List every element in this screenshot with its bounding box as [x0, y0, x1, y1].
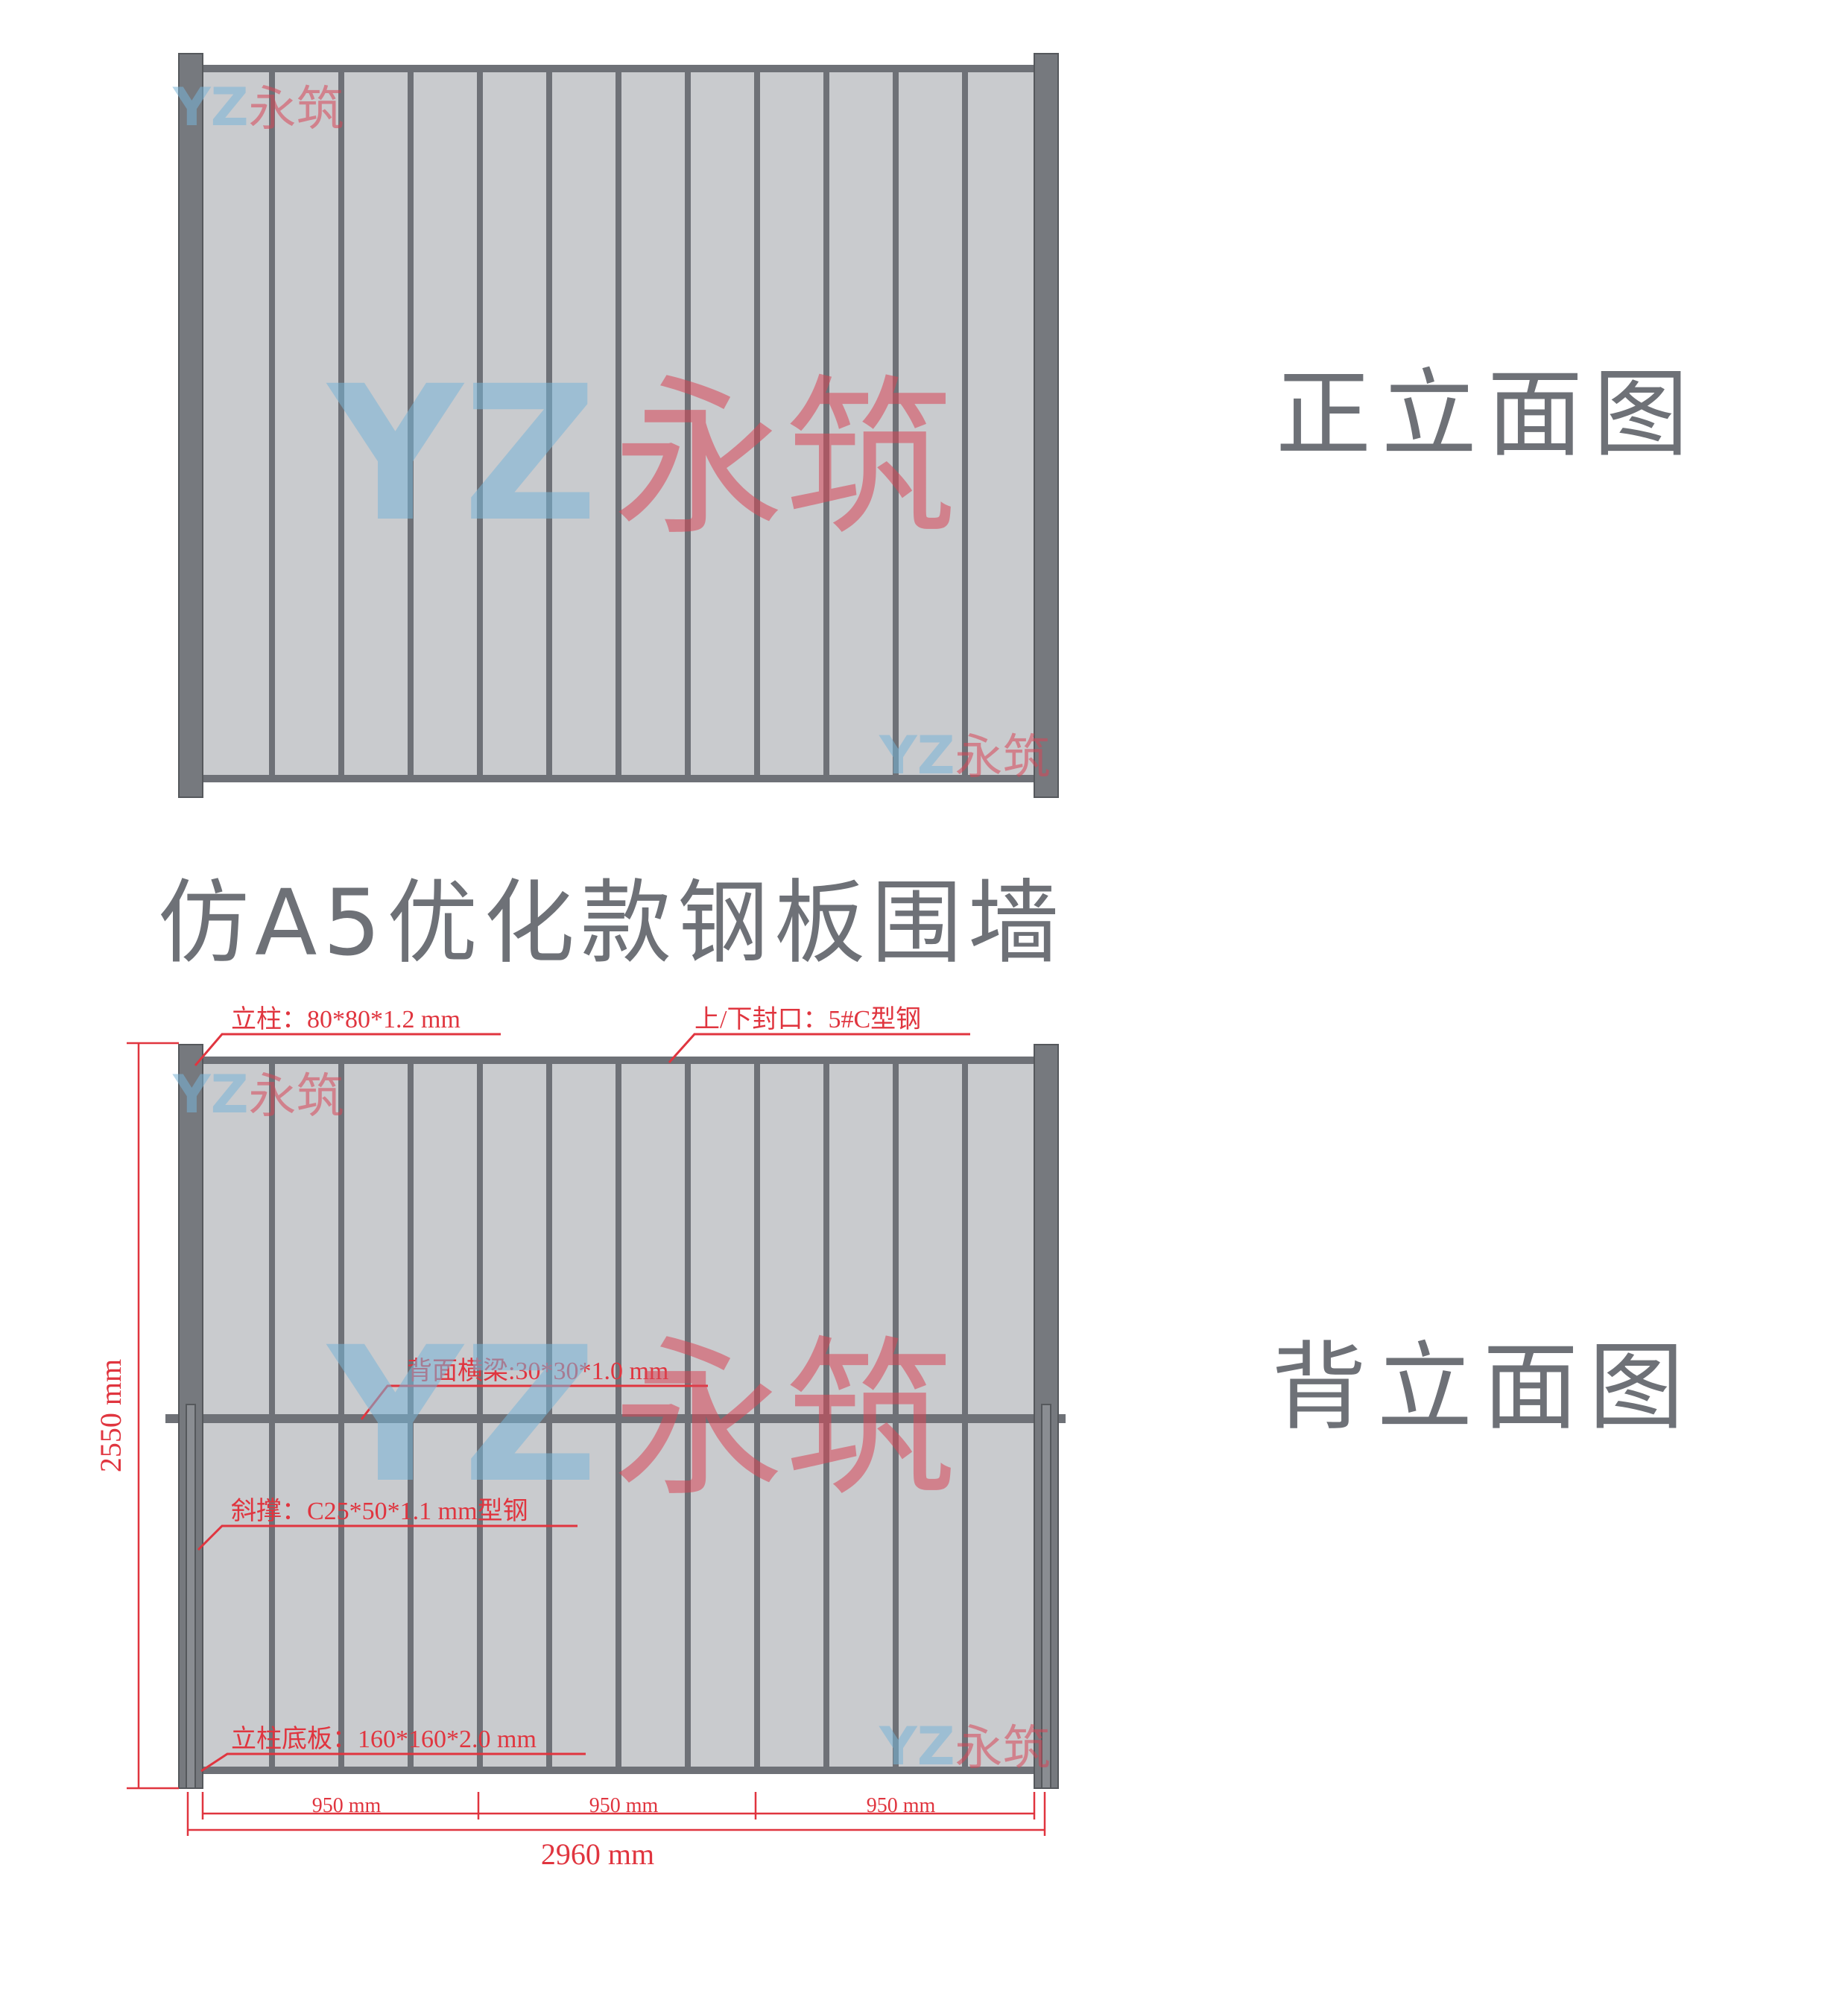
height-dimension-label: 2550 mm	[94, 1359, 127, 1472]
watermark-small: YZ永筑	[173, 1064, 344, 1125]
watermark-small: YZ永筑	[173, 77, 344, 138]
crossbeam-leader	[360, 1384, 708, 1420]
panel-rib	[338, 65, 344, 782]
watermark-large: YZ永筑	[328, 346, 956, 563]
segment-dimension-3: 950 mm	[867, 1794, 936, 1817]
crossbeam-spec-label: 背面横梁:30*30*1.0 mm	[407, 1357, 668, 1385]
panel-rib	[823, 65, 829, 782]
left-diagonal-brace	[186, 1404, 196, 1789]
total-width-label: 2960 mm	[541, 1837, 654, 1871]
segment-dimension-1: 950 mm	[312, 1794, 382, 1817]
panel-rib	[754, 65, 760, 782]
post-spec-label: 立柱：80*80*1.2 mm	[231, 1005, 461, 1033]
base-plate-spec-label: 立柱底板：160*160*2.0 mm	[231, 1725, 537, 1753]
back-elevation	[165, 1044, 1066, 1789]
panel-rib	[546, 65, 552, 782]
panel-rib	[962, 65, 968, 782]
panel-rib	[616, 65, 621, 782]
watermark-large: YZ永筑	[328, 1307, 956, 1524]
post-leader	[194, 1033, 501, 1066]
segment-dimension-2: 950 mm	[589, 1794, 659, 1817]
panel-rib	[408, 65, 414, 782]
front-ribs	[269, 65, 968, 782]
height-dimension-lines	[127, 1042, 179, 1790]
brace-spec-label: 斜撑：C25*50*1.1 mm型钢	[231, 1497, 528, 1525]
seal-leader	[668, 1033, 970, 1064]
annotation-leaders	[194, 1033, 970, 1773]
brace-leader	[197, 1524, 578, 1551]
front-elevation	[178, 53, 1059, 798]
width-dimension-lines	[186, 1792, 1046, 1836]
seal-spec-label: 上/下封口：5#C型钢	[694, 1005, 921, 1033]
front-view-label: 正立面图	[1276, 359, 1700, 470]
back-view-label: 背立面图	[1271, 1332, 1695, 1443]
base-plate-leader	[200, 1752, 586, 1773]
back-crossbeam	[165, 1414, 1066, 1423]
right-diagonal-brace	[1041, 1404, 1051, 1789]
front-right-post	[1034, 53, 1059, 798]
panel-rib	[893, 65, 899, 782]
page-title: 仿A5优化款钢板围墙	[158, 870, 1066, 976]
watermark-small: YZ永筑	[879, 725, 1051, 786]
panel-rib	[477, 65, 483, 782]
front-left-post	[178, 53, 203, 798]
panel-rib	[269, 65, 275, 782]
watermark-small: YZ永筑	[879, 1716, 1051, 1777]
panel-rib	[685, 65, 691, 782]
